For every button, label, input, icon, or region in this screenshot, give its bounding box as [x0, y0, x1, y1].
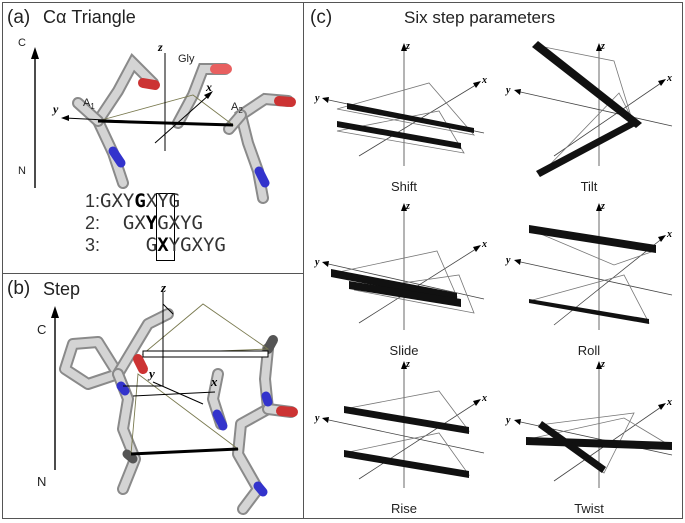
lower-base-line — [130, 447, 239, 456]
y-axis-arrowhead — [61, 115, 69, 121]
x-label: x — [481, 239, 487, 250]
right-residue-sticks — [223, 92, 296, 204]
panel-c-title: Six step parameters — [404, 8, 556, 27]
cn-axis-arrowhead — [51, 306, 59, 318]
param-cell-twist: z y x Twist — [494, 353, 684, 523]
caption-twist: Twist — [574, 501, 604, 516]
caption-tilt: Tilt — [580, 179, 598, 194]
x-label: x — [666, 229, 672, 240]
axis-n-label: N — [37, 474, 47, 489]
z-label: z — [600, 359, 605, 370]
x-axis-line-2 — [152, 381, 204, 405]
z-label: z — [600, 41, 605, 52]
z-axis-label: z — [157, 40, 163, 54]
param-cell-tilt: z y x Tilt — [494, 31, 684, 201]
z-label: z — [405, 41, 410, 52]
y-label: y — [314, 93, 320, 104]
z-tip-line — [162, 303, 174, 315]
y-axis-label: y — [51, 102, 59, 116]
x-axis-line — [132, 391, 216, 397]
y-label: y — [505, 85, 511, 96]
x-axis-label: x — [205, 80, 212, 94]
x-label: x — [666, 73, 672, 84]
x-axis-line — [154, 94, 210, 144]
param-cell-shift: z y x Shift — [309, 31, 499, 201]
x-axis-arrowhead — [204, 91, 213, 99]
caption-shift: Shift — [390, 179, 417, 194]
cn-axis-arrowhead — [31, 47, 39, 59]
sequence-row-2: 2: GXYGXYG — [85, 212, 203, 234]
y-label: y — [314, 257, 320, 268]
y-label: y — [314, 413, 320, 424]
caption-rise: Rise — [390, 501, 417, 516]
calpha-triangle-figure: z y x — [31, 40, 296, 204]
param-cell-roll: z y x Roll — [494, 195, 684, 365]
z-axis-label: z — [160, 280, 167, 295]
caption-slide: Slide — [389, 343, 419, 358]
gly-label: Gly — [178, 53, 195, 65]
x-label: x — [666, 397, 672, 408]
param-cell-rise: z y x Rise — [309, 353, 499, 523]
z-label: z — [405, 201, 410, 212]
panel-b-step: (b) Step — [2, 273, 304, 519]
step-residue-sticks — [59, 308, 298, 515]
y-label: y — [505, 255, 511, 266]
axis-c-label: C — [18, 37, 26, 49]
y-axis-line — [64, 117, 166, 124]
panel-b-title: Step — [43, 279, 81, 299]
x-label: x — [481, 75, 487, 86]
panel-b-label: (b) — [7, 278, 31, 299]
rise-diagram: z y x — [314, 359, 487, 488]
panel-c-six-step-parameters: (c) Six step parameters z y x Shift z — [303, 2, 683, 519]
slide-diagram: z y x — [314, 201, 487, 330]
panel-a-title: Cα Triangle — [43, 7, 136, 27]
gly-residue-sticks — [172, 63, 232, 129]
roll-diagram: z y x — [505, 201, 673, 330]
z-label: z — [600, 201, 605, 212]
axis-c-label: C — [37, 322, 47, 337]
param-cell-slide: z y x Slide — [309, 195, 499, 365]
a2-label: A2 — [231, 101, 243, 116]
x-axis-label: x — [210, 374, 218, 389]
sequence-row-1: 1:GXYGXYG — [85, 190, 181, 212]
x-label: x — [481, 393, 487, 404]
sequence-highlight-box — [156, 193, 175, 261]
tilt-diagram: z y x — [505, 41, 673, 177]
panel-c-label: (c) — [310, 7, 333, 28]
left-residue-sticks — [72, 53, 160, 189]
panel-a-calpha-triangle: (a) Cα Triangle — [2, 2, 304, 274]
shift-diagram: z y x — [314, 41, 487, 166]
axis-n-label: N — [18, 165, 26, 177]
a1-label: A1 — [83, 97, 95, 112]
y-axis-label: y — [147, 366, 155, 381]
sequence-row-3: 3: GXYGXYG — [85, 234, 226, 256]
z-label: z — [405, 359, 410, 370]
panel-a-label: (a) — [7, 7, 31, 28]
y-label: y — [505, 415, 511, 426]
step-figure: z y x — [51, 280, 298, 515]
twist-diagram: z y x — [505, 359, 673, 488]
caption-roll: Roll — [577, 343, 601, 358]
upper-base-bar — [142, 350, 269, 358]
